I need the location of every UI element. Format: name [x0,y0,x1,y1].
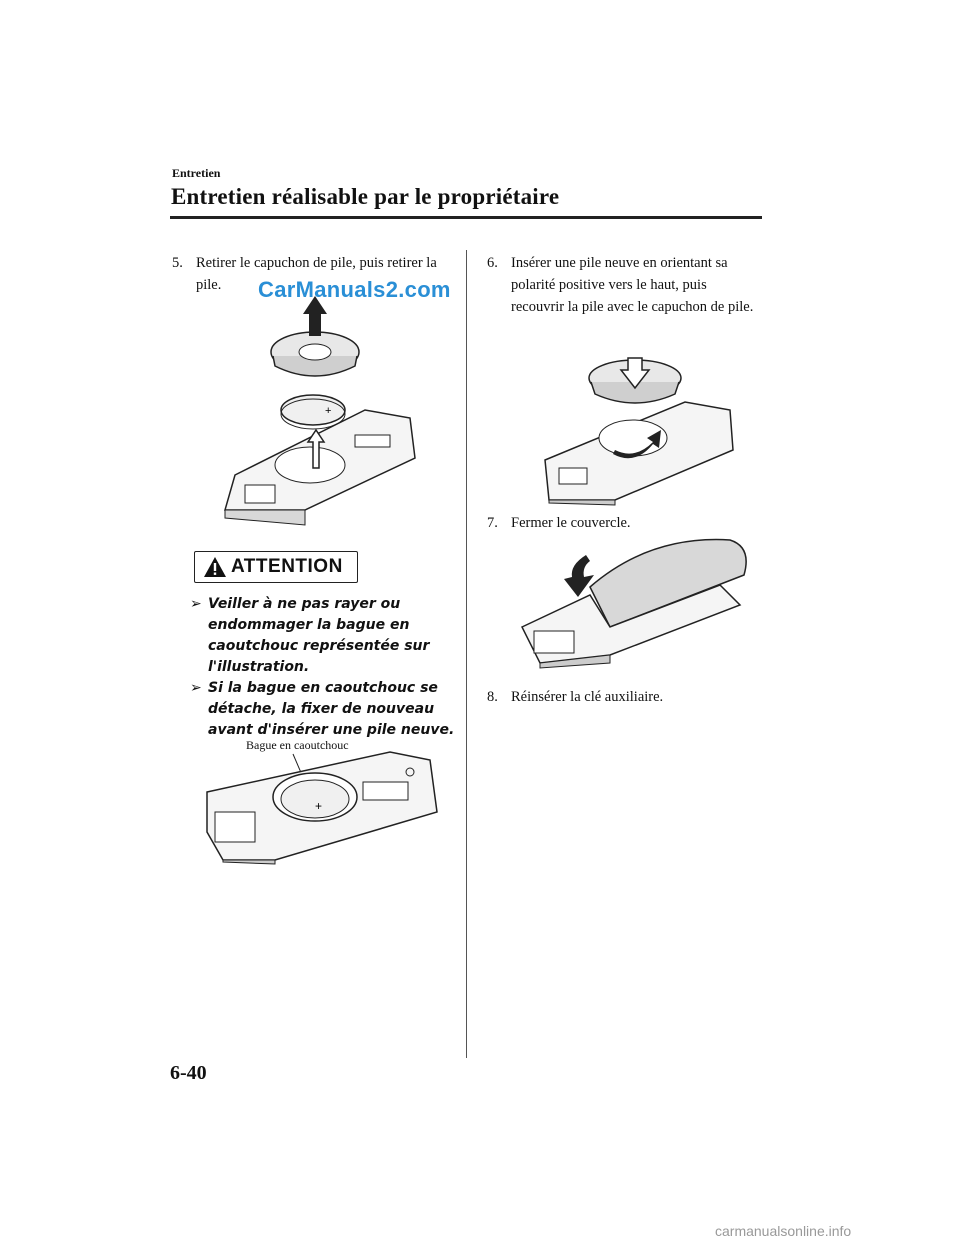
figure-callout: Bague en caoutchouc [246,738,349,752]
step-number: 7. [487,515,498,531]
page-number: 6-40 [170,1062,207,1084]
arrow-bullet-icon: ➢ [190,680,202,696]
step-6: 6. Insérer une pile neuve en orientant s… [487,252,757,318]
step-text: Fermer le couvercle. [511,515,631,531]
attention-bullet-text: Veiller à ne pas rayer ou endommager la … [208,596,430,675]
svg-text:+: + [315,799,322,813]
step-8: 8. Réinsérer la clé auxiliaire. [487,686,757,708]
warning-icon [204,557,226,577]
step-5: 5. Retirer le capuchon de pile, puis ret… [172,252,450,296]
attention-bullets: ➢ Veiller à ne pas rayer ou endommager l… [190,594,460,741]
page-title: Entretien réalisable par le propriétaire [171,184,560,209]
close-cover-illustration [520,538,747,669]
attention-bullet: ➢ Si la bague en caoutchouc se détache, … [190,678,460,741]
battery-insert-illustration [544,357,734,506]
step-text: Réinsérer la clé auxiliaire. [511,689,664,705]
title-rule [170,216,762,219]
step-7: 7. Fermer le couvercle. [487,512,757,534]
watermark-logo: CarManuals2.com [258,277,451,302]
attention-bullet-text: Si la bague en caoutchouc se détache, la… [208,680,455,738]
rubber-ring-illustration: + [206,751,438,865]
column-divider [466,250,467,1058]
section-label: Entretien [172,166,221,180]
attention-bullet: ➢ Veiller à ne pas rayer ou endommager l… [190,594,460,678]
battery-cap-removal-illustration: + [224,296,416,526]
svg-text:+: + [325,405,331,417]
arrow-bullet-icon: ➢ [190,596,202,612]
attention-label: ATTENTION [231,556,343,577]
attention-box: ATTENTION [194,551,358,583]
footer-watermark: carmanualsonline.info [715,1223,852,1239]
step-number: 5. [172,255,183,271]
step-text: Insérer une pile neuve en orientant sa p… [511,255,754,315]
step-number: 8. [487,689,498,705]
step-number: 6. [487,255,498,271]
step-text: Retirer le capuchon de pile, puis retire… [196,255,437,293]
